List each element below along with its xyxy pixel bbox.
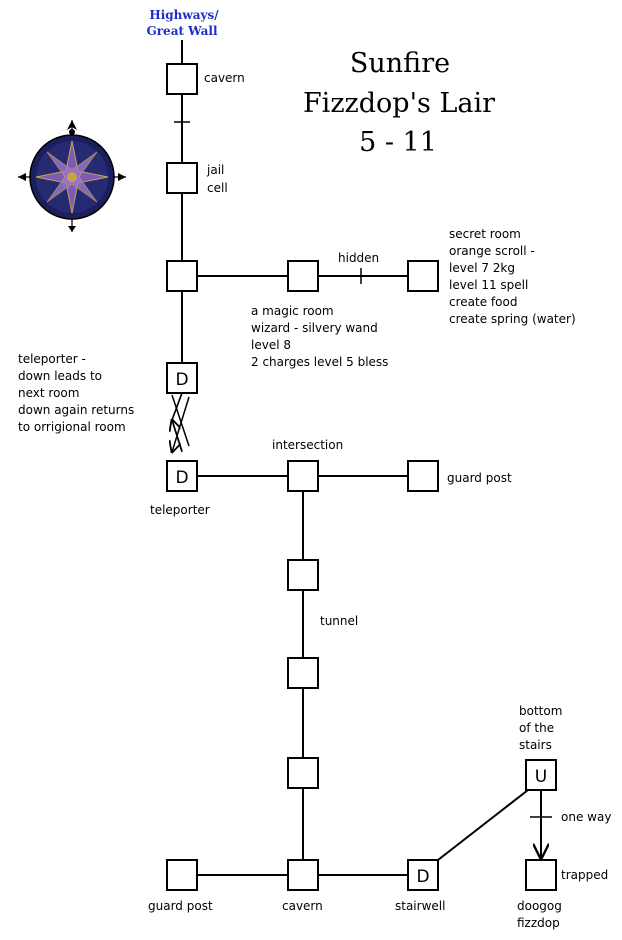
label-guard-post-south: guard post: [148, 899, 213, 913]
stairs-bottom-line-2: of the: [519, 721, 554, 735]
corridors: [172, 40, 552, 876]
magic-room-line-4: 2 charges level 5 bless: [251, 355, 388, 369]
room-magic-room[interactable]: [287, 260, 319, 292]
label-intersection: intersection: [272, 438, 343, 452]
map-title-line1: Sunfire: [350, 48, 450, 79]
teleporter-note-line-5: to orrigional room: [18, 420, 126, 434]
teleporter-upper-letter: D: [175, 370, 188, 390]
room-stairwell[interactable]: [407, 859, 439, 891]
room-stairs-bottom[interactable]: [525, 759, 557, 791]
label-hidden: hidden: [338, 251, 379, 265]
map-title-line3: 5 - 11: [359, 127, 437, 158]
teleporter-note-line-3: next room: [18, 386, 79, 400]
stairs-bottom-line-1: bottom: [519, 704, 562, 718]
room-junction[interactable]: [166, 260, 198, 292]
label-stairwell: stairwell: [395, 899, 445, 913]
teleporter-note-line-1: teleporter -: [18, 352, 86, 366]
label-one-way: one way: [561, 810, 611, 824]
room-teleporter-lower[interactable]: [166, 460, 198, 492]
secret-room-line-4: level 11 spell: [449, 278, 528, 292]
exit-link-line1[interactable]: Highways/: [149, 8, 219, 22]
room-trapped[interactable]: [525, 859, 557, 891]
teleporter-note-line-2: down leads to: [18, 369, 102, 383]
compass-rose-icon: [18, 120, 126, 232]
room-teleporter-upper[interactable]: [166, 362, 198, 394]
label-tunnel: tunnel: [320, 614, 358, 628]
room-tunnel-1[interactable]: [287, 559, 319, 591]
room-cavern-top[interactable]: [166, 63, 198, 95]
room-jail-cell[interactable]: [166, 162, 198, 194]
label-jail-2: cell: [207, 181, 228, 195]
secret-room-line-2: orange scroll -: [449, 244, 535, 258]
teleporter-note-line-4: down again returns: [18, 403, 134, 417]
room-tunnel-2[interactable]: [287, 657, 319, 689]
secret-room-line-3: level 7 2kg: [449, 261, 515, 275]
magic-room-line-1: a magic room: [251, 304, 334, 318]
trapped-line-1: doogog: [517, 899, 562, 913]
room-intersection[interactable]: [287, 460, 319, 492]
stairs-bottom-line-3: stairs: [519, 738, 552, 752]
magic-room-line-3: level 8: [251, 338, 291, 352]
label-cavern-top: cavern: [204, 71, 245, 85]
stairwell-letter: D: [416, 867, 429, 887]
room-secret-room[interactable]: [407, 260, 439, 292]
map-title-line2: Fizzdop's Lair: [303, 88, 495, 119]
label-guard-post-east: guard post: [447, 471, 512, 485]
room-cavern-bottom[interactable]: [287, 859, 319, 891]
label-trapped: trapped: [561, 868, 608, 882]
label-teleporter-lower: teleporter: [150, 503, 210, 517]
trapped-line-2: fizzdop: [517, 916, 560, 930]
room-tunnel-3[interactable]: [287, 757, 319, 789]
room-guard-post-east[interactable]: [407, 460, 439, 492]
magic-room-line-2: wizard - silvery wand: [251, 321, 378, 335]
label-jail-1: jail: [206, 163, 224, 177]
secret-room-line-6: create spring (water): [449, 312, 576, 326]
exit-link-line2[interactable]: Great Wall: [146, 24, 217, 38]
teleporter-lower-letter: D: [175, 468, 188, 488]
secret-room-line-1: secret room: [449, 227, 521, 241]
label-cavern-bottom: cavern: [282, 899, 323, 913]
secret-room-line-5: create food: [449, 295, 517, 309]
stairs-bottom-letter: U: [535, 767, 547, 787]
room-guard-post-south[interactable]: [166, 859, 198, 891]
